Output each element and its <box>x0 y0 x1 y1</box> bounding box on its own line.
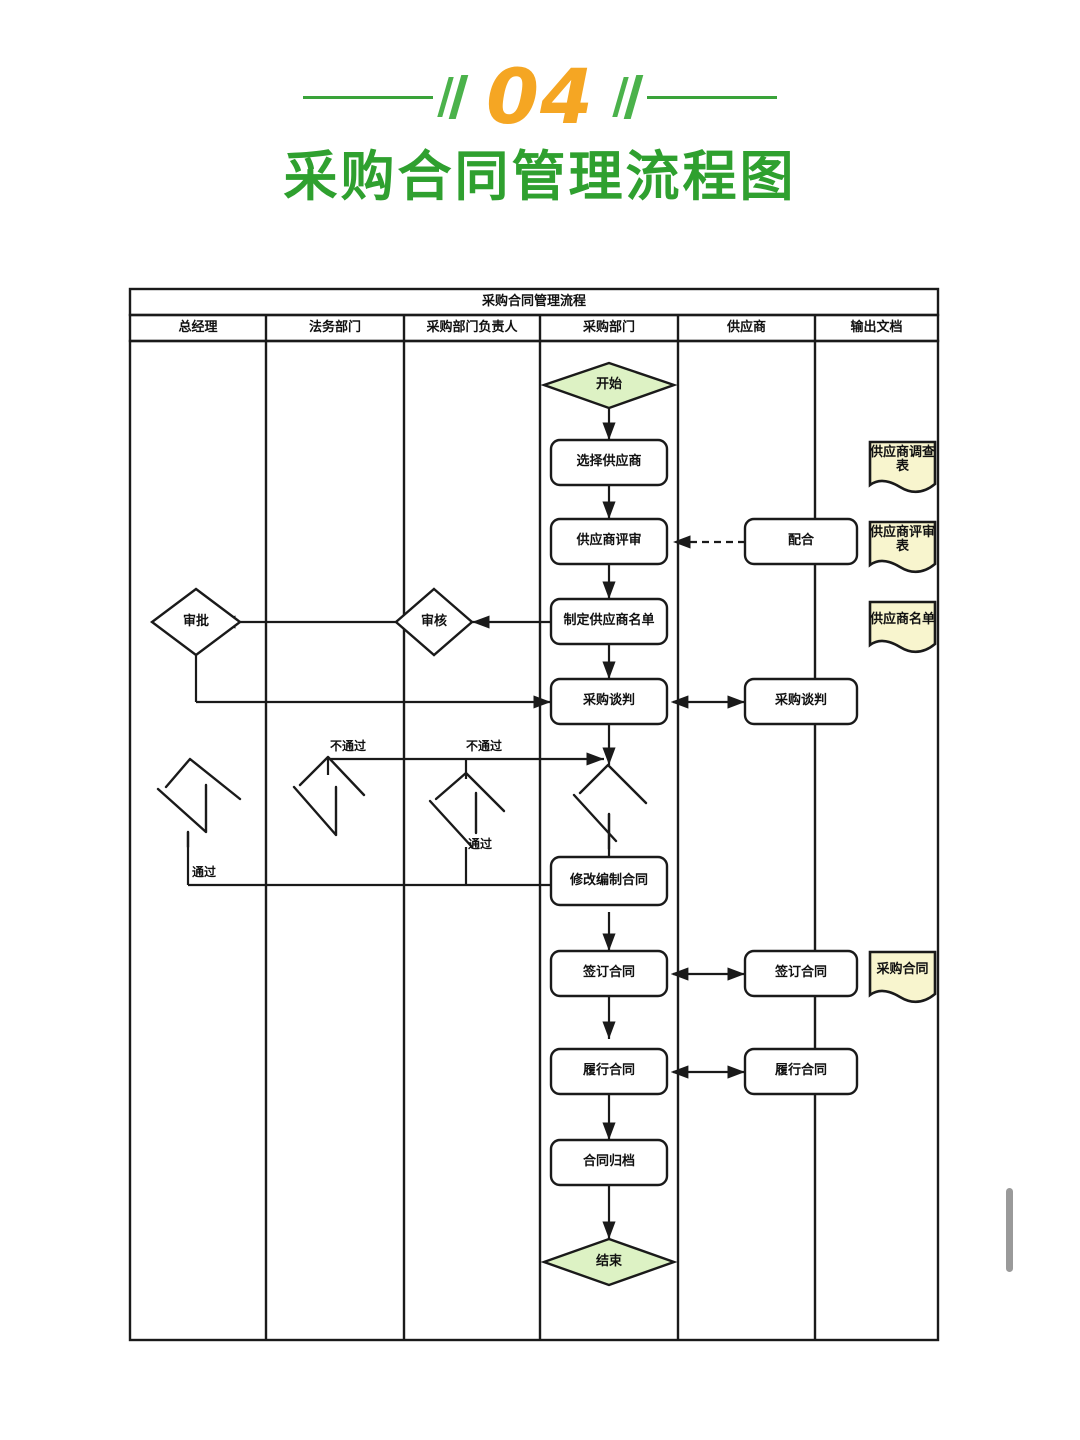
vertical-scrollbar[interactable] <box>1006 1188 1013 1272</box>
process-supplier-list <box>549 597 669 646</box>
header-rule-left <box>303 95 434 99</box>
edge-label-fail-2: 不通过 <box>466 739 503 753</box>
decision-review <box>394 587 474 657</box>
process-supplier-sign <box>743 949 859 998</box>
terminator-end <box>540 1237 678 1287</box>
connectors-bidirectional <box>670 695 745 1079</box>
slash-ornament-left <box>437 74 469 120</box>
document-review-form <box>868 520 937 574</box>
process-negotiation <box>549 677 669 726</box>
process-archive-contract <box>549 1138 669 1187</box>
edge-label-pass-2: 通过 <box>468 837 493 851</box>
page-header: 04 采购合同管理流程图 <box>0 0 1080 240</box>
connectors <box>186 408 616 1239</box>
page-title: 采购合同管理流程图 <box>283 145 797 208</box>
process-supplier-perform <box>743 1047 859 1096</box>
process-supplier-review <box>549 517 669 566</box>
document-survey-form <box>868 440 937 494</box>
process-perform-contract <box>549 1047 669 1096</box>
decision-approve <box>150 587 242 657</box>
process-modify-contract <box>549 855 669 907</box>
document-purchase-contract <box>868 950 937 1004</box>
process-select-supplier <box>549 438 669 487</box>
terminator-start <box>540 361 678 410</box>
section-number: 04 <box>486 52 594 141</box>
output-documents <box>868 440 937 1004</box>
flowchart-swimlane-diagram: 采购合同管理流程 总经理 法务部门 采购部门负责人 采购部门 供应商 输出文档 … <box>128 287 940 1342</box>
edge-label-fail-1: 不通过 <box>330 739 367 753</box>
decision-shapes-partial <box>156 755 648 851</box>
process-supplier-negotiation <box>743 677 859 726</box>
process-sign-contract <box>549 949 669 998</box>
slash-ornament-right <box>612 74 644 120</box>
document-supplier-roster <box>868 600 937 654</box>
flowchart-canvas <box>128 287 940 1342</box>
edge-label-pass-1: 通过 <box>192 865 217 879</box>
lane-grid <box>128 287 940 1342</box>
header-rule-right <box>646 95 777 99</box>
supplier-boxes <box>743 517 859 1096</box>
terminators <box>540 361 678 1287</box>
section-badge-row: 04 <box>0 52 1080 142</box>
approval-diamonds <box>150 587 474 657</box>
process-cooperate <box>743 517 859 566</box>
process-boxes <box>549 438 669 1187</box>
